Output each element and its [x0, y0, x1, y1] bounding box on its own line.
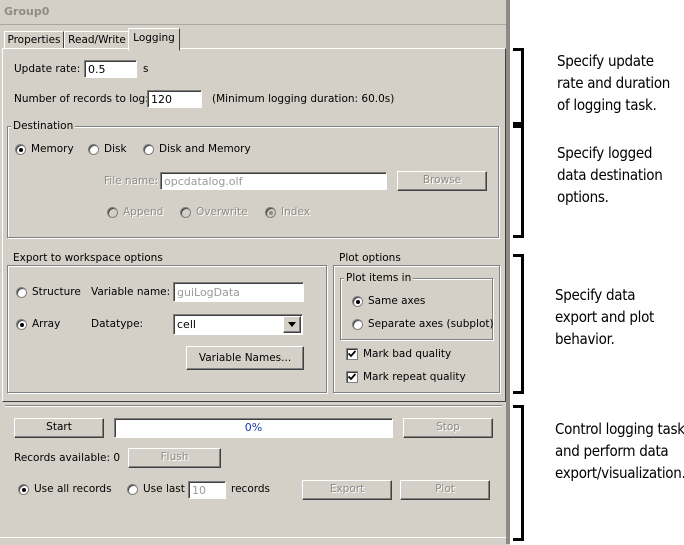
file-name-input[interactable]: opcdatalog.olf — [160, 172, 387, 190]
plot-items-group-title: Plot items in — [344, 272, 414, 284]
tab-properties[interactable]: Properties — [4, 31, 64, 49]
annotation-export-plot: Specify data export and plot behavior. — [555, 286, 655, 348]
chevron-down-icon — [288, 322, 296, 327]
window-titlebar: Group0 — [0, 0, 510, 25]
use-last-label: Use last — [143, 483, 185, 495]
destination-disk-label: Disk — [104, 143, 127, 155]
use-all-records-label: Use all records — [34, 483, 112, 495]
logging-tab-panel — [2, 48, 506, 402]
checkmark-icon — [348, 373, 356, 381]
stop-button[interactable]: Stop — [403, 418, 493, 438]
tab-properties-label: Properties — [7, 34, 61, 46]
plot-options-group — [333, 265, 500, 393]
destination-disk-and-memory-label: Disk and Memory — [159, 143, 251, 155]
annotation-update-rate: Specify update rate and duration of logg… — [557, 52, 671, 114]
progress-text: 0% — [244, 421, 263, 434]
export-array-radio[interactable] — [16, 319, 27, 330]
index-radio[interactable] — [265, 207, 276, 218]
destination-disk-and-memory-radio[interactable] — [143, 144, 154, 155]
records-suffix-label: records — [231, 483, 271, 495]
destination-memory-label: Memory — [31, 143, 74, 155]
index-label: Index — [281, 206, 310, 218]
append-radio[interactable] — [107, 207, 118, 218]
same-axes-radio[interactable] — [352, 296, 363, 307]
mark-bad-quality-checkbox[interactable] — [346, 348, 358, 360]
browse-button[interactable]: Browse — [397, 171, 487, 191]
flush-button[interactable]: Flush — [128, 448, 221, 468]
annotation-control: Control logging task and perform data ex… — [555, 420, 684, 482]
use-last-radio[interactable] — [127, 484, 138, 495]
records-to-log-input[interactable]: 120 — [147, 90, 202, 108]
mark-repeat-quality-checkbox[interactable] — [346, 371, 358, 383]
export-structure-radio[interactable] — [16, 287, 27, 298]
variable-names-button[interactable]: Variable Names... — [186, 346, 304, 370]
min-duration-text: (Minimum logging duration: 60.0s) — [212, 93, 395, 105]
records-available-text: Records available: 0 — [14, 452, 121, 464]
logging-progress-bar: 0% — [114, 418, 393, 438]
plot-options-group-title: Plot options — [337, 252, 403, 264]
window-right-edge — [506, 0, 510, 544]
export-button[interactable]: Export — [302, 480, 392, 500]
variable-name-input[interactable]: guiLogData — [173, 282, 304, 302]
export-structure-label: Structure — [32, 286, 81, 298]
annotation-bracket-2 — [513, 122, 524, 238]
mark-bad-quality-label: Mark bad quality — [363, 348, 452, 360]
tab-logging[interactable]: Logging — [128, 28, 180, 51]
file-name-label: File name: — [104, 175, 159, 187]
destination-group-title: Destination — [11, 120, 76, 132]
tab-logging-label: Logging — [133, 32, 175, 44]
datatype-select-value: cell — [177, 318, 196, 331]
tab-read-write[interactable]: Read/Write — [64, 31, 130, 49]
control-separator — [5, 405, 502, 407]
overwrite-radio[interactable] — [180, 207, 191, 218]
variable-name-label: Variable name: — [91, 286, 171, 298]
window-bottom-edge — [0, 537, 510, 545]
update-rate-label: Update rate: — [14, 63, 81, 75]
plot-items-group — [340, 278, 493, 340]
destination-memory-radio[interactable] — [15, 144, 26, 155]
update-rate-unit: s — [143, 63, 149, 75]
mark-repeat-quality-label: Mark repeat quality — [363, 371, 466, 383]
window-title: Group0 — [4, 5, 50, 18]
overwrite-label: Overwrite — [196, 206, 248, 218]
tab-read-write-label: Read/Write — [68, 34, 126, 46]
group-properties-window: Group0 Properties Read/Write Logging Upd… — [0, 0, 510, 545]
export-options-group — [7, 265, 327, 393]
start-button[interactable]: Start — [14, 418, 104, 438]
export-options-group-title: Export to workspace options — [11, 252, 165, 264]
use-all-records-radio[interactable] — [18, 484, 29, 495]
checkmark-icon — [348, 350, 356, 358]
append-label: Append — [123, 206, 164, 218]
use-last-count-input[interactable]: 10 — [188, 481, 226, 499]
annotation-bracket-1 — [513, 48, 524, 128]
annotation-destination: Specify logged data destination options. — [557, 144, 663, 206]
annotation-bracket-3 — [513, 254, 524, 394]
separate-axes-radio[interactable] — [352, 319, 363, 330]
plot-button[interactable]: Plot — [400, 480, 490, 500]
datatype-label: Datatype: — [91, 318, 144, 330]
export-array-label: Array — [32, 318, 61, 330]
destination-disk-radio[interactable] — [88, 144, 99, 155]
records-to-log-label: Number of records to log: — [14, 93, 149, 105]
datatype-dropdown-button[interactable] — [283, 316, 301, 333]
update-rate-input[interactable]: 0.5 — [84, 60, 137, 78]
annotation-bracket-4 — [513, 405, 524, 541]
destination-group — [7, 126, 499, 238]
datatype-select[interactable]: cell — [173, 314, 303, 335]
same-axes-label: Same axes — [368, 295, 426, 307]
separate-axes-label: Separate axes (subplot) — [368, 318, 494, 330]
